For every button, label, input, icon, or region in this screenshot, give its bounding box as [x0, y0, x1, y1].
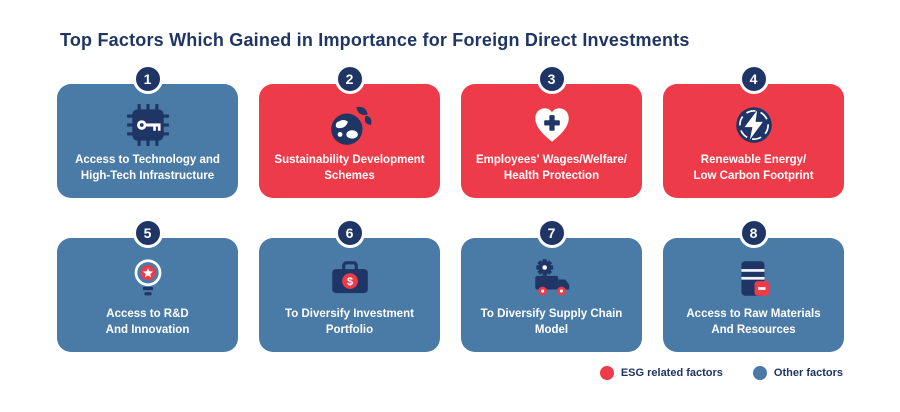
svg-text:$: $ [346, 276, 352, 288]
factor-card: 1 [57, 64, 238, 198]
factor-card: 7 [461, 218, 642, 352]
heart-cross-icon [529, 100, 575, 150]
card-number-badge: 4 [738, 64, 769, 94]
chip-key-icon [125, 100, 171, 150]
globe-leaves-icon [327, 100, 373, 150]
card-number-badge: 7 [536, 218, 567, 248]
truck-gear-icon [529, 254, 575, 304]
card-label: To Diversify Supply Chain Model [480, 308, 623, 336]
card-label: Sustainability Development Schemes [274, 154, 425, 182]
card-number-badge: 2 [334, 64, 365, 94]
other-dot-icon [752, 366, 767, 380]
factor-card: 4 Renewable Energy/ Low Carbon Footprint [663, 64, 844, 198]
card-number-badge: 8 [738, 218, 769, 248]
page-title: Top Factors Which Gained in Importance f… [60, 30, 690, 50]
esg-dot-icon [599, 366, 614, 380]
factor-card: 3 Employees' Wages/Welfare/ Health Prote… [461, 64, 642, 198]
factor-card: 6 $ To Diversify Investment Portfolio [259, 218, 440, 352]
card-label: To Diversify Investment Portfolio [285, 308, 414, 336]
card-number-badge: 5 [132, 218, 163, 248]
barrel-minus-icon [731, 254, 777, 304]
factor-card: 8 Access to Raw Materials And Resources [663, 218, 844, 352]
factor-card: 2 Sustainability Development Schemes [259, 64, 440, 198]
card-label: Access to Raw Materials And Resources [686, 308, 821, 336]
card-label: Employees' Wages/Welfare/ Health Protect… [475, 154, 628, 182]
card-number-badge: 3 [536, 64, 567, 94]
card-number-badge: 6 [334, 218, 365, 248]
energy-bolt-icon [731, 100, 777, 150]
factor-grid: 1 [57, 64, 844, 352]
briefcase-dollar-icon: $ [327, 254, 373, 304]
legend-label-esg: ESG related factors [620, 367, 723, 379]
legend-item-esg: ESG related factors [599, 366, 723, 380]
legend-item-other: Other factors [752, 366, 843, 380]
legend-label-other: Other factors [773, 367, 843, 379]
card-label: Access to R&D And Innovation [105, 308, 190, 336]
idea-bulb-icon [125, 254, 171, 304]
card-label: Access to Technology and High-Tech Infra… [75, 154, 220, 182]
legend: ESG related factors Other factors [599, 366, 843, 380]
card-number-badge: 1 [132, 64, 163, 94]
card-label: Renewable Energy/ Low Carbon Footprint [693, 154, 814, 182]
factor-card: 5 Access to R&D And Innovation [57, 218, 238, 352]
